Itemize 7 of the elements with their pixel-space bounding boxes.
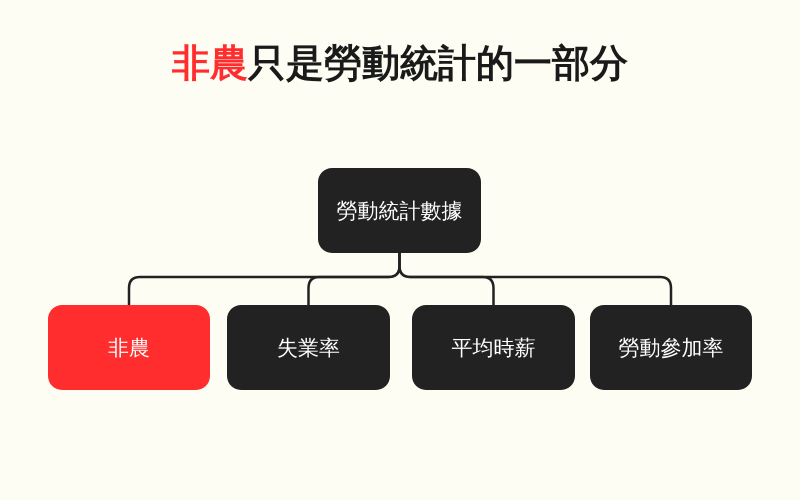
- root-box: 勞動統計數據: [318, 168, 481, 253]
- title: 非農只是勞動統計的一部分: [171, 40, 629, 87]
- category-box: 失業率: [227, 305, 390, 390]
- category-box: 勞動參加率: [590, 305, 752, 390]
- category-box: 非農: [48, 305, 210, 390]
- connector-line: [398, 253, 672, 305]
- category-box: 平均時薪: [412, 305, 575, 390]
